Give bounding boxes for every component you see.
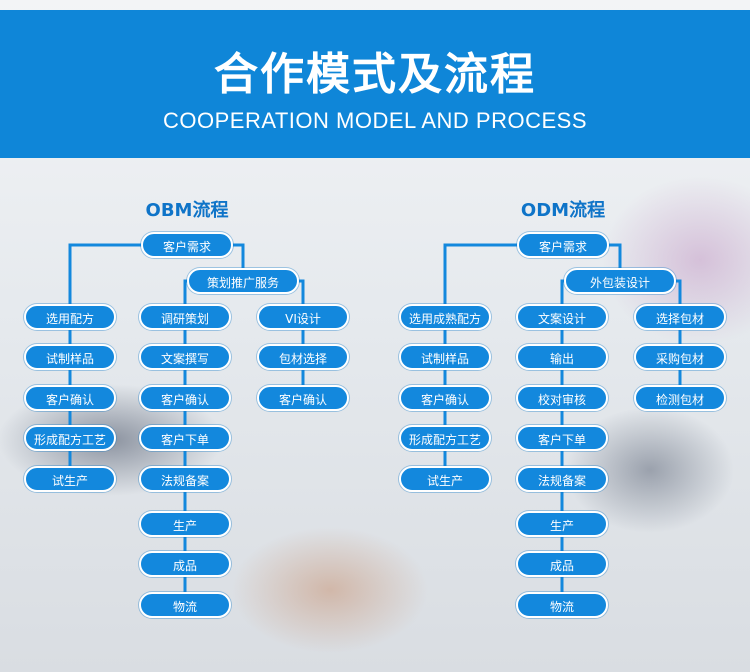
obm-left-step-2: 试制样品: [24, 344, 116, 370]
header-banner: 合作模式及流程 COOPERATION MODEL AND PROCESS: [0, 10, 750, 158]
obm-left-step-3: 客户确认: [24, 385, 116, 411]
obm-left-step-5: 试生产: [24, 466, 116, 492]
obm-left-step-4: 形成配方工艺: [24, 425, 116, 451]
page-subtitle: COOPERATION MODEL AND PROCESS: [162, 108, 587, 133]
odm-root-customer-demand: 客户需求: [517, 232, 609, 258]
odm-middle-step-1: 文案设计: [516, 304, 608, 330]
odm-left-step-3: 客户确认: [399, 385, 491, 411]
odm-branch-package-design: 外包装设计: [564, 268, 676, 294]
odm-left-step-4: 形成配方工艺: [399, 425, 491, 451]
obm-middle-step-6: 生产: [139, 511, 231, 537]
obm-right-step-1: VI设计: [257, 304, 349, 330]
odm-right-step-3: 检测包材: [634, 385, 726, 411]
obm-middle-step-5: 法规备案: [139, 466, 231, 492]
odm-left-step-5: 试生产: [399, 466, 491, 492]
odm-middle-step-2: 输出: [516, 344, 608, 370]
odm-left-step-1: 选用成熟配方: [399, 304, 491, 330]
odm-middle-step-4: 客户下单: [516, 425, 608, 451]
odm-middle-step-5: 法规备案: [516, 466, 608, 492]
obm-branch-planning-service: 策划推广服务: [187, 268, 299, 294]
obm-middle-step-3: 客户确认: [139, 385, 231, 411]
obm-left-step-1: 选用配方: [24, 304, 116, 330]
odm-right-step-1: 选择包材: [634, 304, 726, 330]
obm-middle-step-1: 调研策划: [139, 304, 231, 330]
odm-middle-step-8: 物流: [516, 592, 608, 618]
obm-root-customer-demand: 客户需求: [141, 232, 233, 258]
obm-right-step-3: 客户确认: [257, 385, 349, 411]
odm-middle-step-3: 校对审核: [516, 385, 608, 411]
obm-flow-title: OBM流程: [145, 200, 229, 221]
page-title: 合作模式及流程: [214, 49, 536, 100]
obm-right-step-2: 包材选择: [257, 344, 349, 370]
obm-middle-step-4: 客户下单: [139, 425, 231, 451]
odm-right-step-2: 采购包材: [634, 344, 726, 370]
odm-left-step-2: 试制样品: [399, 344, 491, 370]
obm-middle-step-8: 物流: [139, 592, 231, 618]
obm-middle-step-7: 成品: [139, 551, 231, 577]
obm-middle-step-2: 文案撰写: [139, 344, 231, 370]
odm-middle-step-7: 成品: [516, 551, 608, 577]
odm-flow-title: ODM流程: [520, 200, 606, 221]
odm-middle-step-6: 生产: [516, 511, 608, 537]
